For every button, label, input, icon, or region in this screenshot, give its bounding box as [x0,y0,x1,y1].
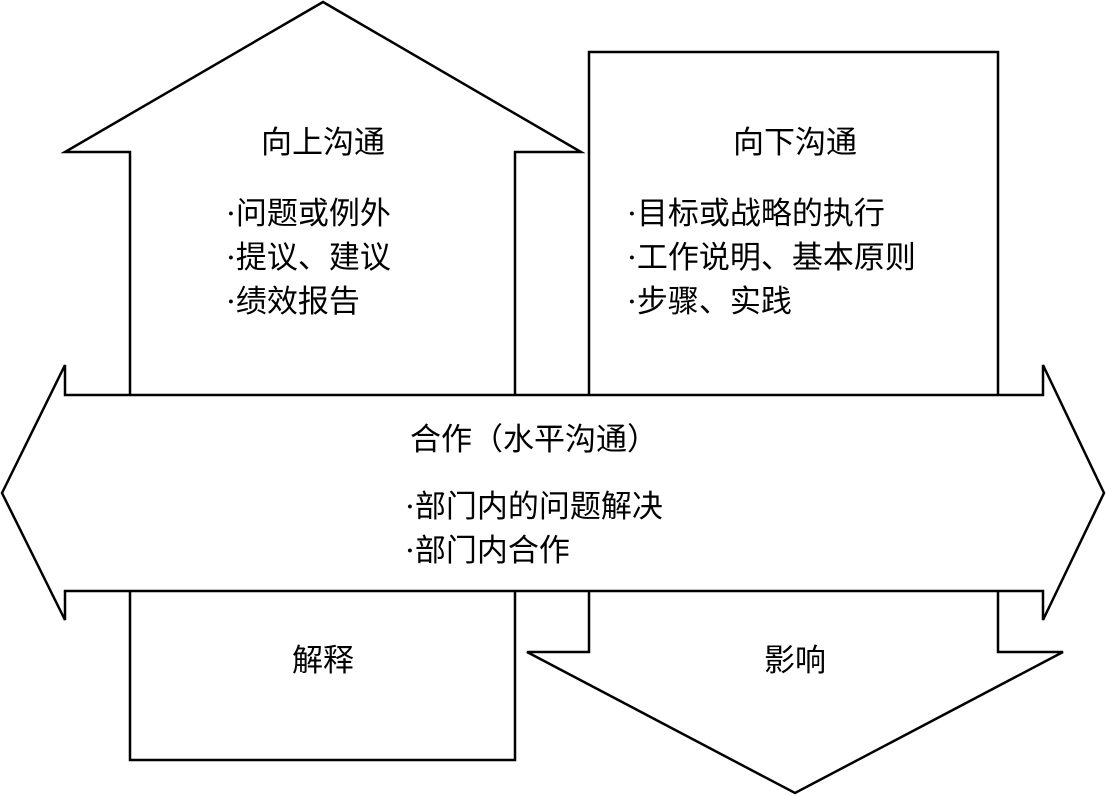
upward-title: 向上沟通 [261,125,385,161]
upward-list: ·问题或例外 ·提议、建议 ·绩效报告 [226,192,391,324]
downward-list: ·目标或战略的执行 ·工作说明、基本原则 ·步骤、实践 [627,192,916,324]
downward-item-procedures: ·步骤、实践 [627,284,792,320]
interpretation-label: 解释 [292,643,354,679]
influence-label: 影响 [764,643,826,679]
downward-item-job-description: ·工作说明、基本原则 [627,240,916,276]
horizontal-title: 合作（水平沟通） [410,422,658,458]
upward-item-performance-report: ·绩效报告 [226,284,360,320]
horizontal-double-arrow [0,364,1106,621]
horizontal-list: ·部门内的问题解决 ·部门内合作 [405,485,663,573]
downward-title: 向下沟通 [733,125,857,161]
upward-item-suggestions: ·提议、建议 [226,240,391,276]
horizontal-item-problem-solving: ·部门内的问题解决 [405,489,663,525]
horizontal-item-cooperation: ·部门内合作 [405,533,570,569]
downward-item-strategy-execution: ·目标或战略的执行 [627,196,885,232]
upward-item-problems: ·问题或例外 [226,196,391,232]
